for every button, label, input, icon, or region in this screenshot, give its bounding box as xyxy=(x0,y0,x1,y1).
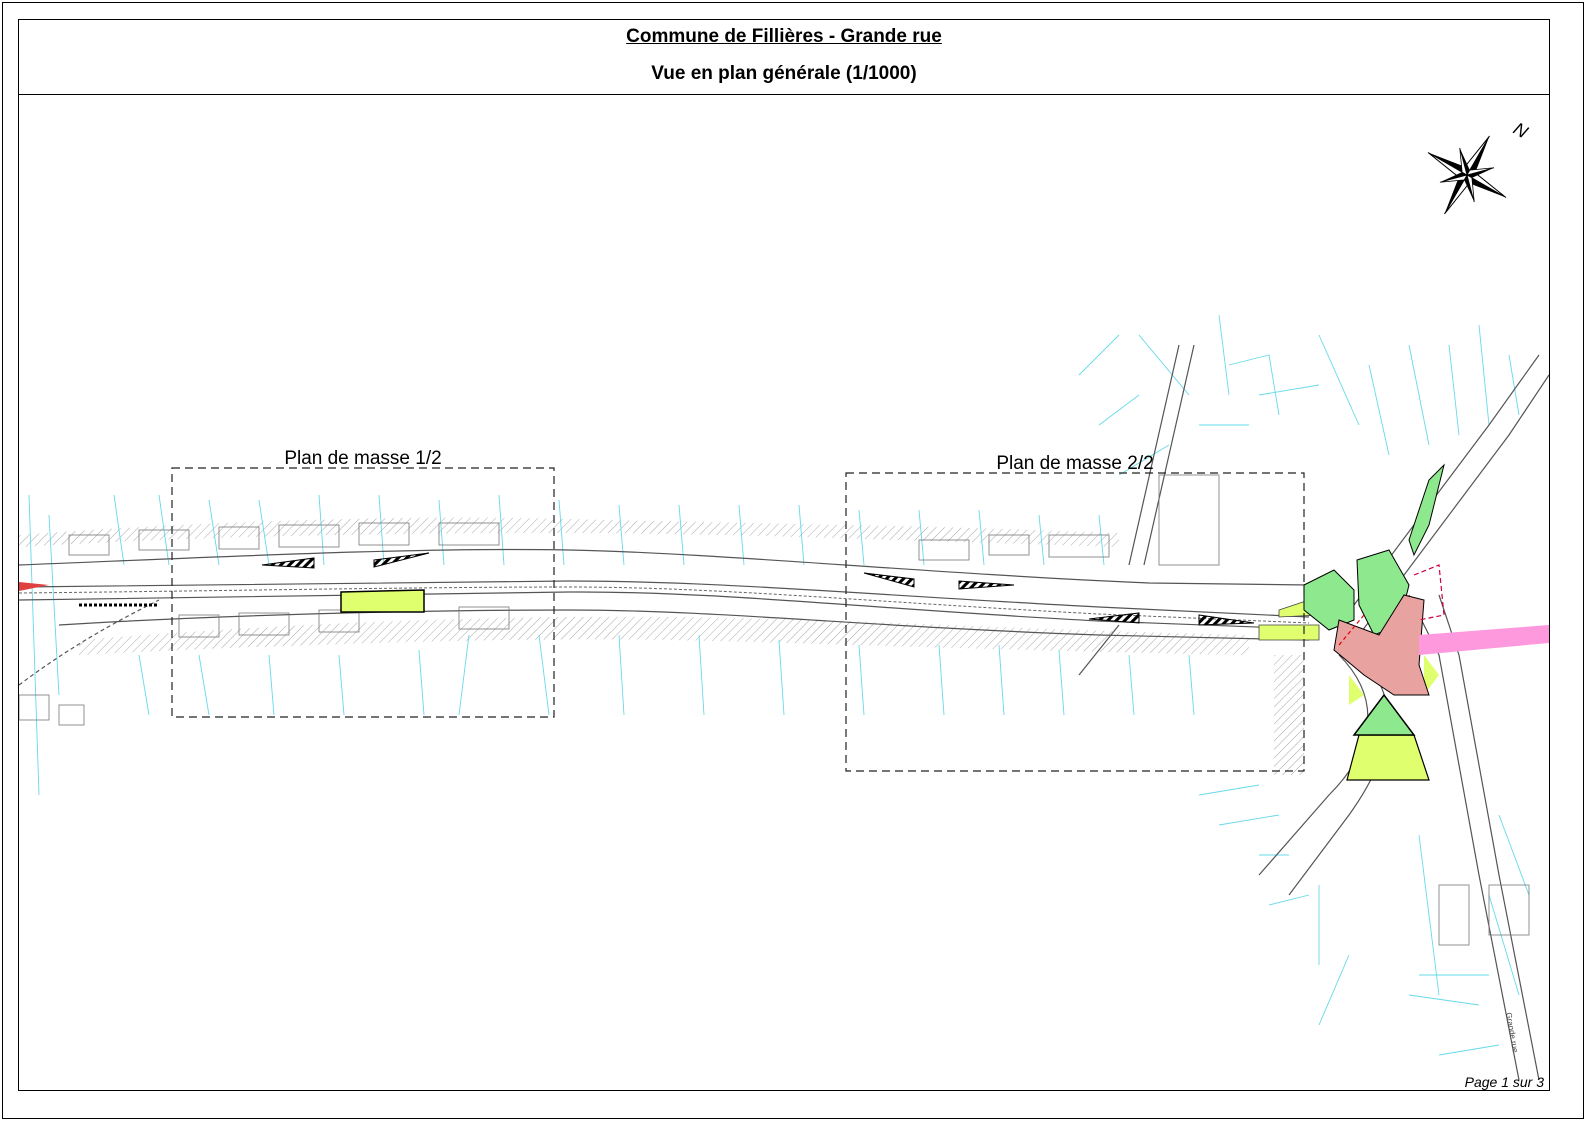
parcel-lines xyxy=(28,314,1530,1056)
drawing-title: Commune de Fillières - Grande rue xyxy=(626,26,942,47)
study-zone-2 xyxy=(845,472,1305,772)
site-plan: Plan de masse 1/2 Plan de masse 2/2 Gran… xyxy=(19,95,1549,1090)
traffic-islands xyxy=(19,552,1255,626)
road-network xyxy=(19,344,1549,1081)
parking-areas xyxy=(340,589,1439,781)
building-hatch-south xyxy=(79,616,1304,775)
compass-rose-icon xyxy=(1427,135,1507,215)
north-label: N xyxy=(1510,118,1532,142)
intersection-plateau xyxy=(1333,564,1549,696)
study-zone-1 xyxy=(171,467,555,718)
study-zone-2-label: Plan de masse 2/2 xyxy=(996,453,1153,474)
building-hatch-north xyxy=(19,517,1119,547)
study-zone-1-label: Plan de masse 1/2 xyxy=(284,448,441,469)
drawing-subtitle: Vue en plan générale (1/1000) xyxy=(651,63,917,84)
plan-drawing: Plan de masse 1/2 Plan de masse 2/2 Gran… xyxy=(19,118,1549,1081)
building-footprints xyxy=(19,474,1530,946)
title-block: Commune de Fillières - Grande rue Vue en… xyxy=(19,20,1549,95)
kerb-lines xyxy=(19,586,1310,624)
drawing-frame: Commune de Fillières - Grande rue Vue en… xyxy=(18,19,1550,1091)
street-label: Grande rue xyxy=(1504,1012,1520,1054)
page-number: Page 1 sur 3 xyxy=(1464,1074,1544,1090)
